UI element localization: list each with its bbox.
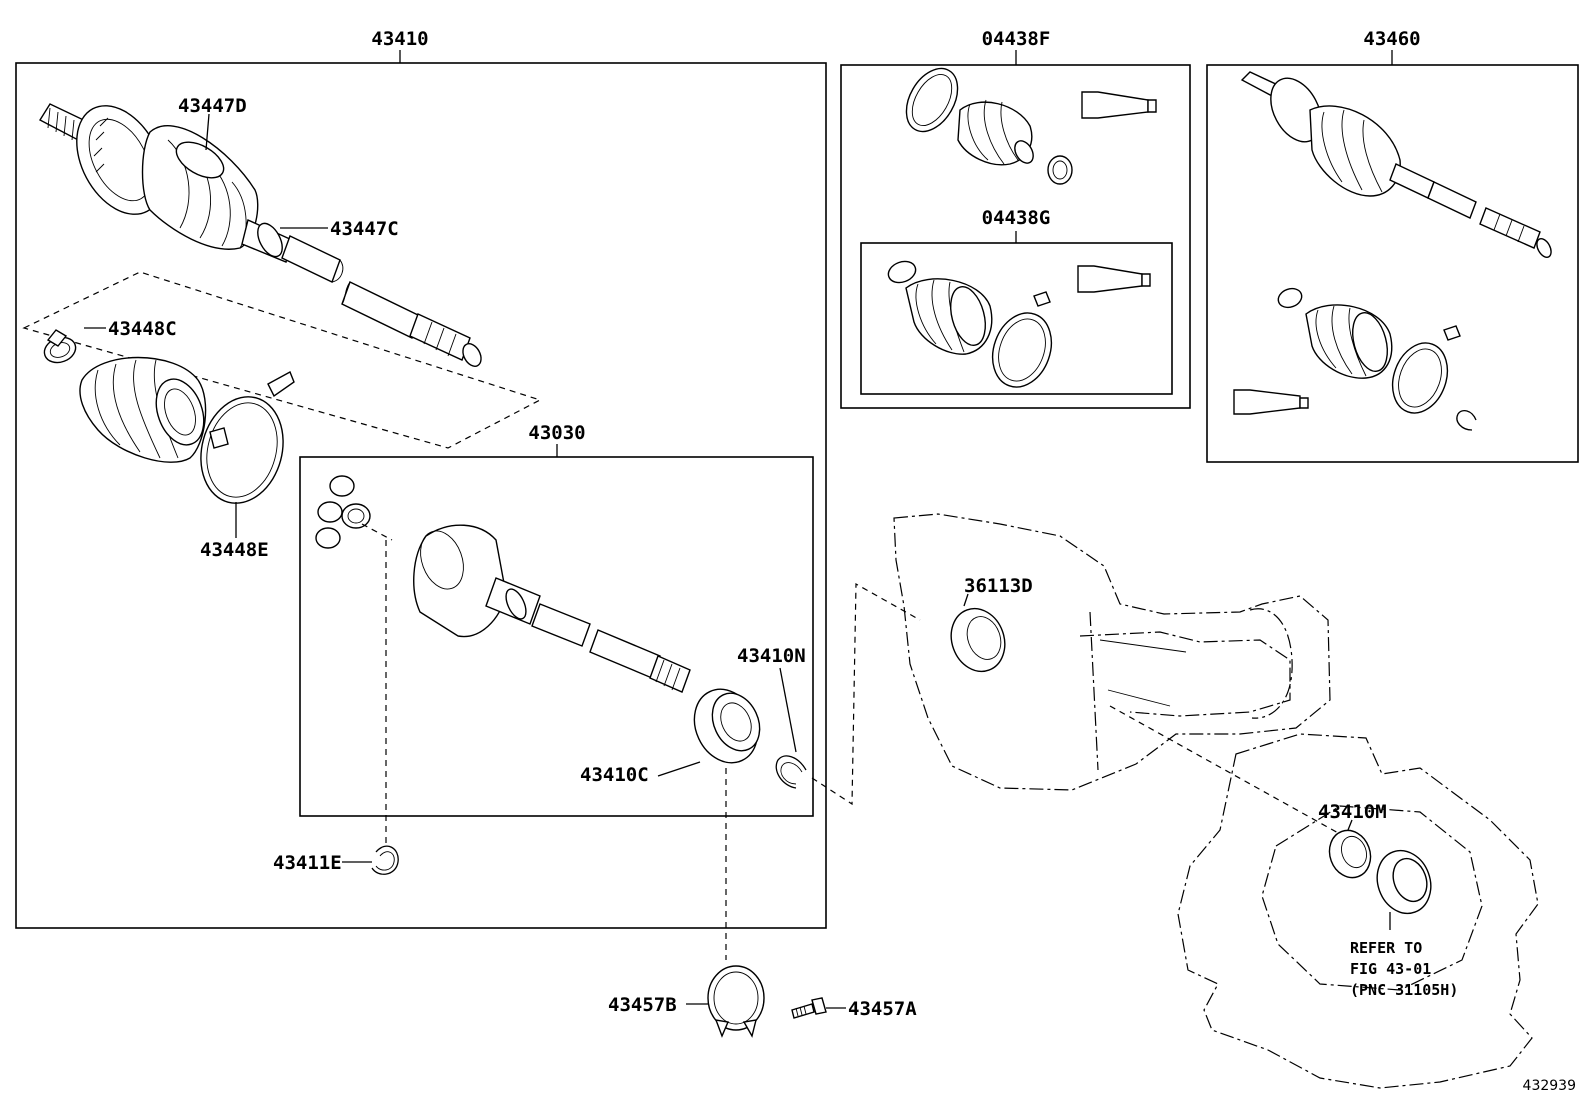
differential-housing-drawing <box>811 513 1341 835</box>
inner-joint-drawing <box>315 475 807 960</box>
band-clamp-drawing <box>200 371 295 538</box>
bracket-43457B-drawing <box>686 965 765 1038</box>
part-label-43457B: 43457B <box>608 994 677 1016</box>
part-label-43447C: 43447C <box>330 218 399 240</box>
transmission-case-drawing <box>1177 733 1539 1089</box>
group-label-04438F: 04438F <box>982 28 1051 50</box>
group-label-04438G: 04438G <box>982 207 1051 229</box>
group-label-43030: 43030 <box>528 422 585 444</box>
part-label-43447D: 43447D <box>178 95 247 117</box>
part-label-36113D: 36113D <box>964 575 1033 597</box>
part-label-43410C: 43410C <box>580 764 649 786</box>
reference-note-line-1: REFER TO <box>1350 939 1422 957</box>
drive-shaft-assembly-drawing <box>39 103 482 367</box>
boot-kit-04438G-drawing <box>887 260 1151 388</box>
part-label-43410N: 43410N <box>737 645 806 667</box>
snap-ring-43411E-drawing <box>342 845 399 875</box>
group-label-43410: 43410 <box>371 28 428 50</box>
drive-shaft-43460-drawing <box>1233 71 1552 431</box>
part-label-43457A: 43457A <box>848 998 917 1020</box>
group-box-43410 <box>15 62 827 929</box>
part-label-43448C: 43448C <box>108 318 177 340</box>
part-label-43411E: 43411E <box>273 852 342 874</box>
part-label-43448E: 43448E <box>200 539 269 561</box>
figure-number: 432939 <box>1523 1078 1576 1094</box>
bolt-43457A-drawing <box>791 997 846 1019</box>
boot-drawing <box>79 356 207 463</box>
reference-note-line-3: (PNC 31105H) <box>1350 981 1458 999</box>
boot-kit-04438F-drawing <box>905 67 1157 185</box>
reference-note-line-2: FIG 43-01 <box>1350 960 1431 978</box>
part-label-43410M: 43410M <box>1318 801 1387 823</box>
small-clamp-drawing <box>43 327 106 364</box>
group-label-43460: 43460 <box>1363 28 1420 50</box>
